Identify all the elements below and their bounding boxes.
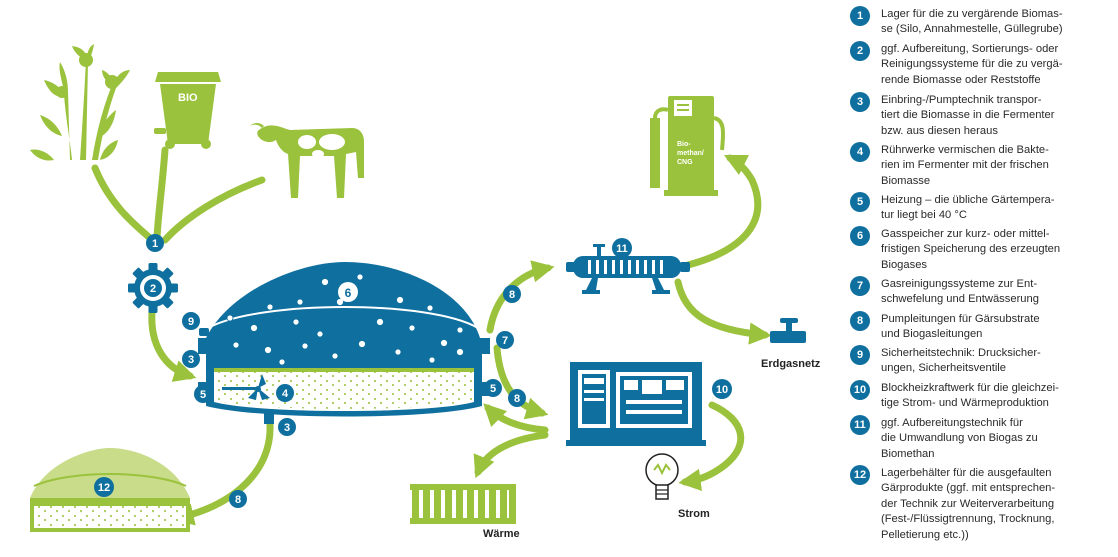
marker-12: 12: [94, 477, 114, 497]
svg-text:3: 3: [188, 354, 194, 366]
legend-badge: 7: [850, 276, 870, 296]
marker-8a: 8: [503, 285, 521, 303]
flow-cow: [161, 176, 266, 244]
svg-text:5: 5: [200, 389, 206, 401]
svg-text:11: 11: [616, 243, 628, 255]
marker-4: 4: [276, 384, 294, 402]
marker-2: 2: [144, 279, 162, 297]
legend-badge: 10: [850, 380, 870, 400]
bio-bin-icon: BIO: [154, 72, 221, 149]
legend-badge: 9: [850, 345, 870, 365]
flow-to-heat: [473, 431, 549, 479]
svg-text:9: 9: [188, 316, 194, 328]
label-waerme: Wärme: [483, 528, 520, 540]
legend-badge: 3: [850, 92, 870, 112]
flow-bin: [153, 146, 169, 242]
chp-engine-icon: [566, 362, 706, 446]
svg-text:12: 12: [98, 482, 110, 494]
fermenter-wall: [206, 338, 482, 368]
marker-3a: 3: [182, 350, 200, 368]
marker-9: 9: [182, 312, 200, 330]
lightbulb-icon: [645, 453, 679, 500]
svg-text:4: 4: [282, 388, 289, 400]
biogas-plant-diagram: BIO: [30, 44, 821, 540]
legend-badge: 4: [850, 142, 870, 162]
svg-text:8: 8: [514, 393, 520, 405]
marker-8b: 8: [508, 389, 526, 407]
legend-text: Heizung – die übliche Gärtempera-tur lie…: [881, 194, 1055, 222]
marker-1: 1: [146, 234, 164, 252]
flow-chp-left: [483, 403, 549, 434]
legend-text: Gasreinigungssysteme zur Ent-schwefelung…: [881, 278, 1039, 306]
gas-bubble-icon: [226, 273, 464, 366]
legend-text: Einbring-/Pumptechnik transpor-tiert die…: [881, 94, 1055, 137]
legend-badge: 12: [850, 465, 870, 485]
svg-text:1: 1: [152, 238, 158, 250]
label-erdgasnetz: Erdgasnetz: [761, 358, 821, 370]
marker-8c: 8: [229, 490, 247, 508]
marker-3b: 3: [278, 418, 296, 436]
legend-badge: 6: [850, 226, 870, 246]
legend-badge: 2: [850, 41, 870, 61]
legend-badge: 1: [850, 6, 870, 26]
valve-icon: [770, 318, 806, 343]
label-strom: Strom: [678, 508, 710, 520]
svg-text:10: 10: [716, 384, 728, 396]
svg-text:2: 2: [150, 283, 156, 295]
legend-badge: 5: [850, 192, 870, 212]
marker-7: 7: [496, 331, 514, 349]
legend-badge: 8: [850, 311, 870, 331]
svg-text:6: 6: [345, 286, 352, 300]
svg-text:8: 8: [235, 494, 241, 506]
stirrer-icon: [222, 374, 270, 400]
cow-icon: [250, 123, 364, 198]
marker-10: 10: [712, 379, 732, 399]
legend-text: Blockheizkraftwerk für die gleichzei-tig…: [881, 382, 1059, 410]
svg-text:3: 3: [284, 422, 290, 434]
flow-to-pump: [684, 154, 762, 269]
marker-11: 11: [612, 238, 632, 258]
marker-5a: 5: [194, 385, 212, 403]
svg-text:5: 5: [490, 383, 496, 395]
flow-plant: [91, 164, 154, 242]
radiator-icon: [410, 484, 516, 524]
svg-text:8: 8: [509, 289, 515, 301]
flow-to-power: [678, 401, 745, 492]
svg-text:7: 7: [502, 335, 508, 347]
marker-5b: 5: [484, 379, 502, 397]
fuel-pump-icon: Bio-methan/CNG: [650, 96, 725, 196]
fermenter-icon: [198, 262, 490, 424]
bin-label: BIO: [178, 92, 198, 104]
flow-to-chp: [493, 344, 549, 420]
legend-text: Lager für die zu vergärende Biomas-se (S…: [881, 8, 1063, 36]
flow-to-grid: [674, 278, 772, 345]
plant-icon: [30, 44, 130, 161]
legend-badge: 11: [850, 415, 870, 435]
marker-6: 6: [338, 282, 358, 302]
pump-label: Bio-methan/CNG: [677, 141, 704, 166]
flow-to-storage: [171, 420, 274, 526]
gas-processor-icon: [566, 244, 690, 294]
legend-text: Rührwerke vermischen die Bakte-rien im F…: [881, 144, 1049, 187]
legend-text: Sicherheitstechnik: Drucksicher-ungen, S…: [881, 347, 1041, 375]
legend-text: Gasspeicher zur kurz- oder mittel-fristi…: [881, 228, 1061, 271]
flow-to-fermenter: [148, 308, 197, 382]
markers: 1 2 9 3 5 4 6 3 7 5 8 8 8 11 10 12: [94, 234, 732, 508]
storage-tank-icon: [30, 448, 190, 532]
